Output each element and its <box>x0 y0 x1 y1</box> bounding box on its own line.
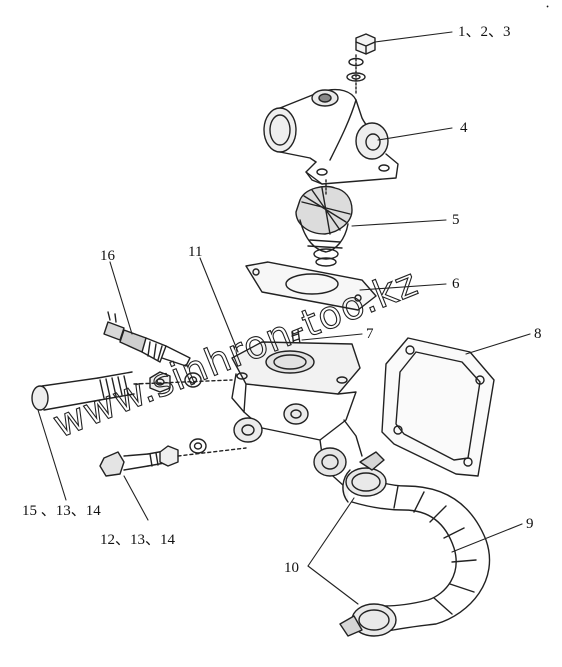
nut-and-washers <box>346 33 376 96</box>
hose-clamps <box>339 451 397 637</box>
watermark-text: www.sinhron-too.kz <box>47 260 424 447</box>
leader-4 <box>377 127 453 141</box>
thermostat-housing <box>231 341 363 487</box>
callout-10: 10 <box>284 560 299 576</box>
corner-mark: ꞏ <box>546 2 549 13</box>
leader-12 <box>123 475 149 521</box>
leader-10b <box>307 565 359 605</box>
leader-lines <box>37 31 531 605</box>
thermostat <box>295 179 353 267</box>
temperature-sensor <box>103 311 191 367</box>
leader-15 <box>37 409 67 501</box>
bolt-15-nut-washers <box>133 371 233 393</box>
short-bolt <box>99 438 247 477</box>
leader-1 <box>374 31 453 43</box>
leader-11 <box>199 257 239 353</box>
callout-6: 6 <box>452 276 460 292</box>
callout-4: 4 <box>460 120 468 136</box>
callout-12-13-14: 12、13、14 <box>100 532 176 548</box>
callout-15-13-14: 15 、13、14 <box>22 503 101 519</box>
callout-16: 16 <box>100 248 116 264</box>
callout-1-2-3: 1、2、3 <box>458 24 511 40</box>
leader-8 <box>465 333 531 355</box>
callout-7: 7 <box>366 326 374 342</box>
leader-6 <box>359 283 447 291</box>
callout-5: 5 <box>452 212 460 228</box>
leader-9 <box>451 523 523 553</box>
callout-11: 11 <box>188 244 202 260</box>
leader-5 <box>351 219 447 227</box>
long-bolt <box>31 371 135 411</box>
callout-8: 8 <box>534 326 542 342</box>
leader-10a <box>307 497 355 567</box>
thermostat-cover <box>263 88 399 185</box>
thermostat-gasket <box>245 261 377 311</box>
leader-7 <box>301 333 363 341</box>
outlet-gasket <box>381 337 495 477</box>
leader-16 <box>109 261 133 335</box>
callout-9: 9 <box>526 516 534 532</box>
